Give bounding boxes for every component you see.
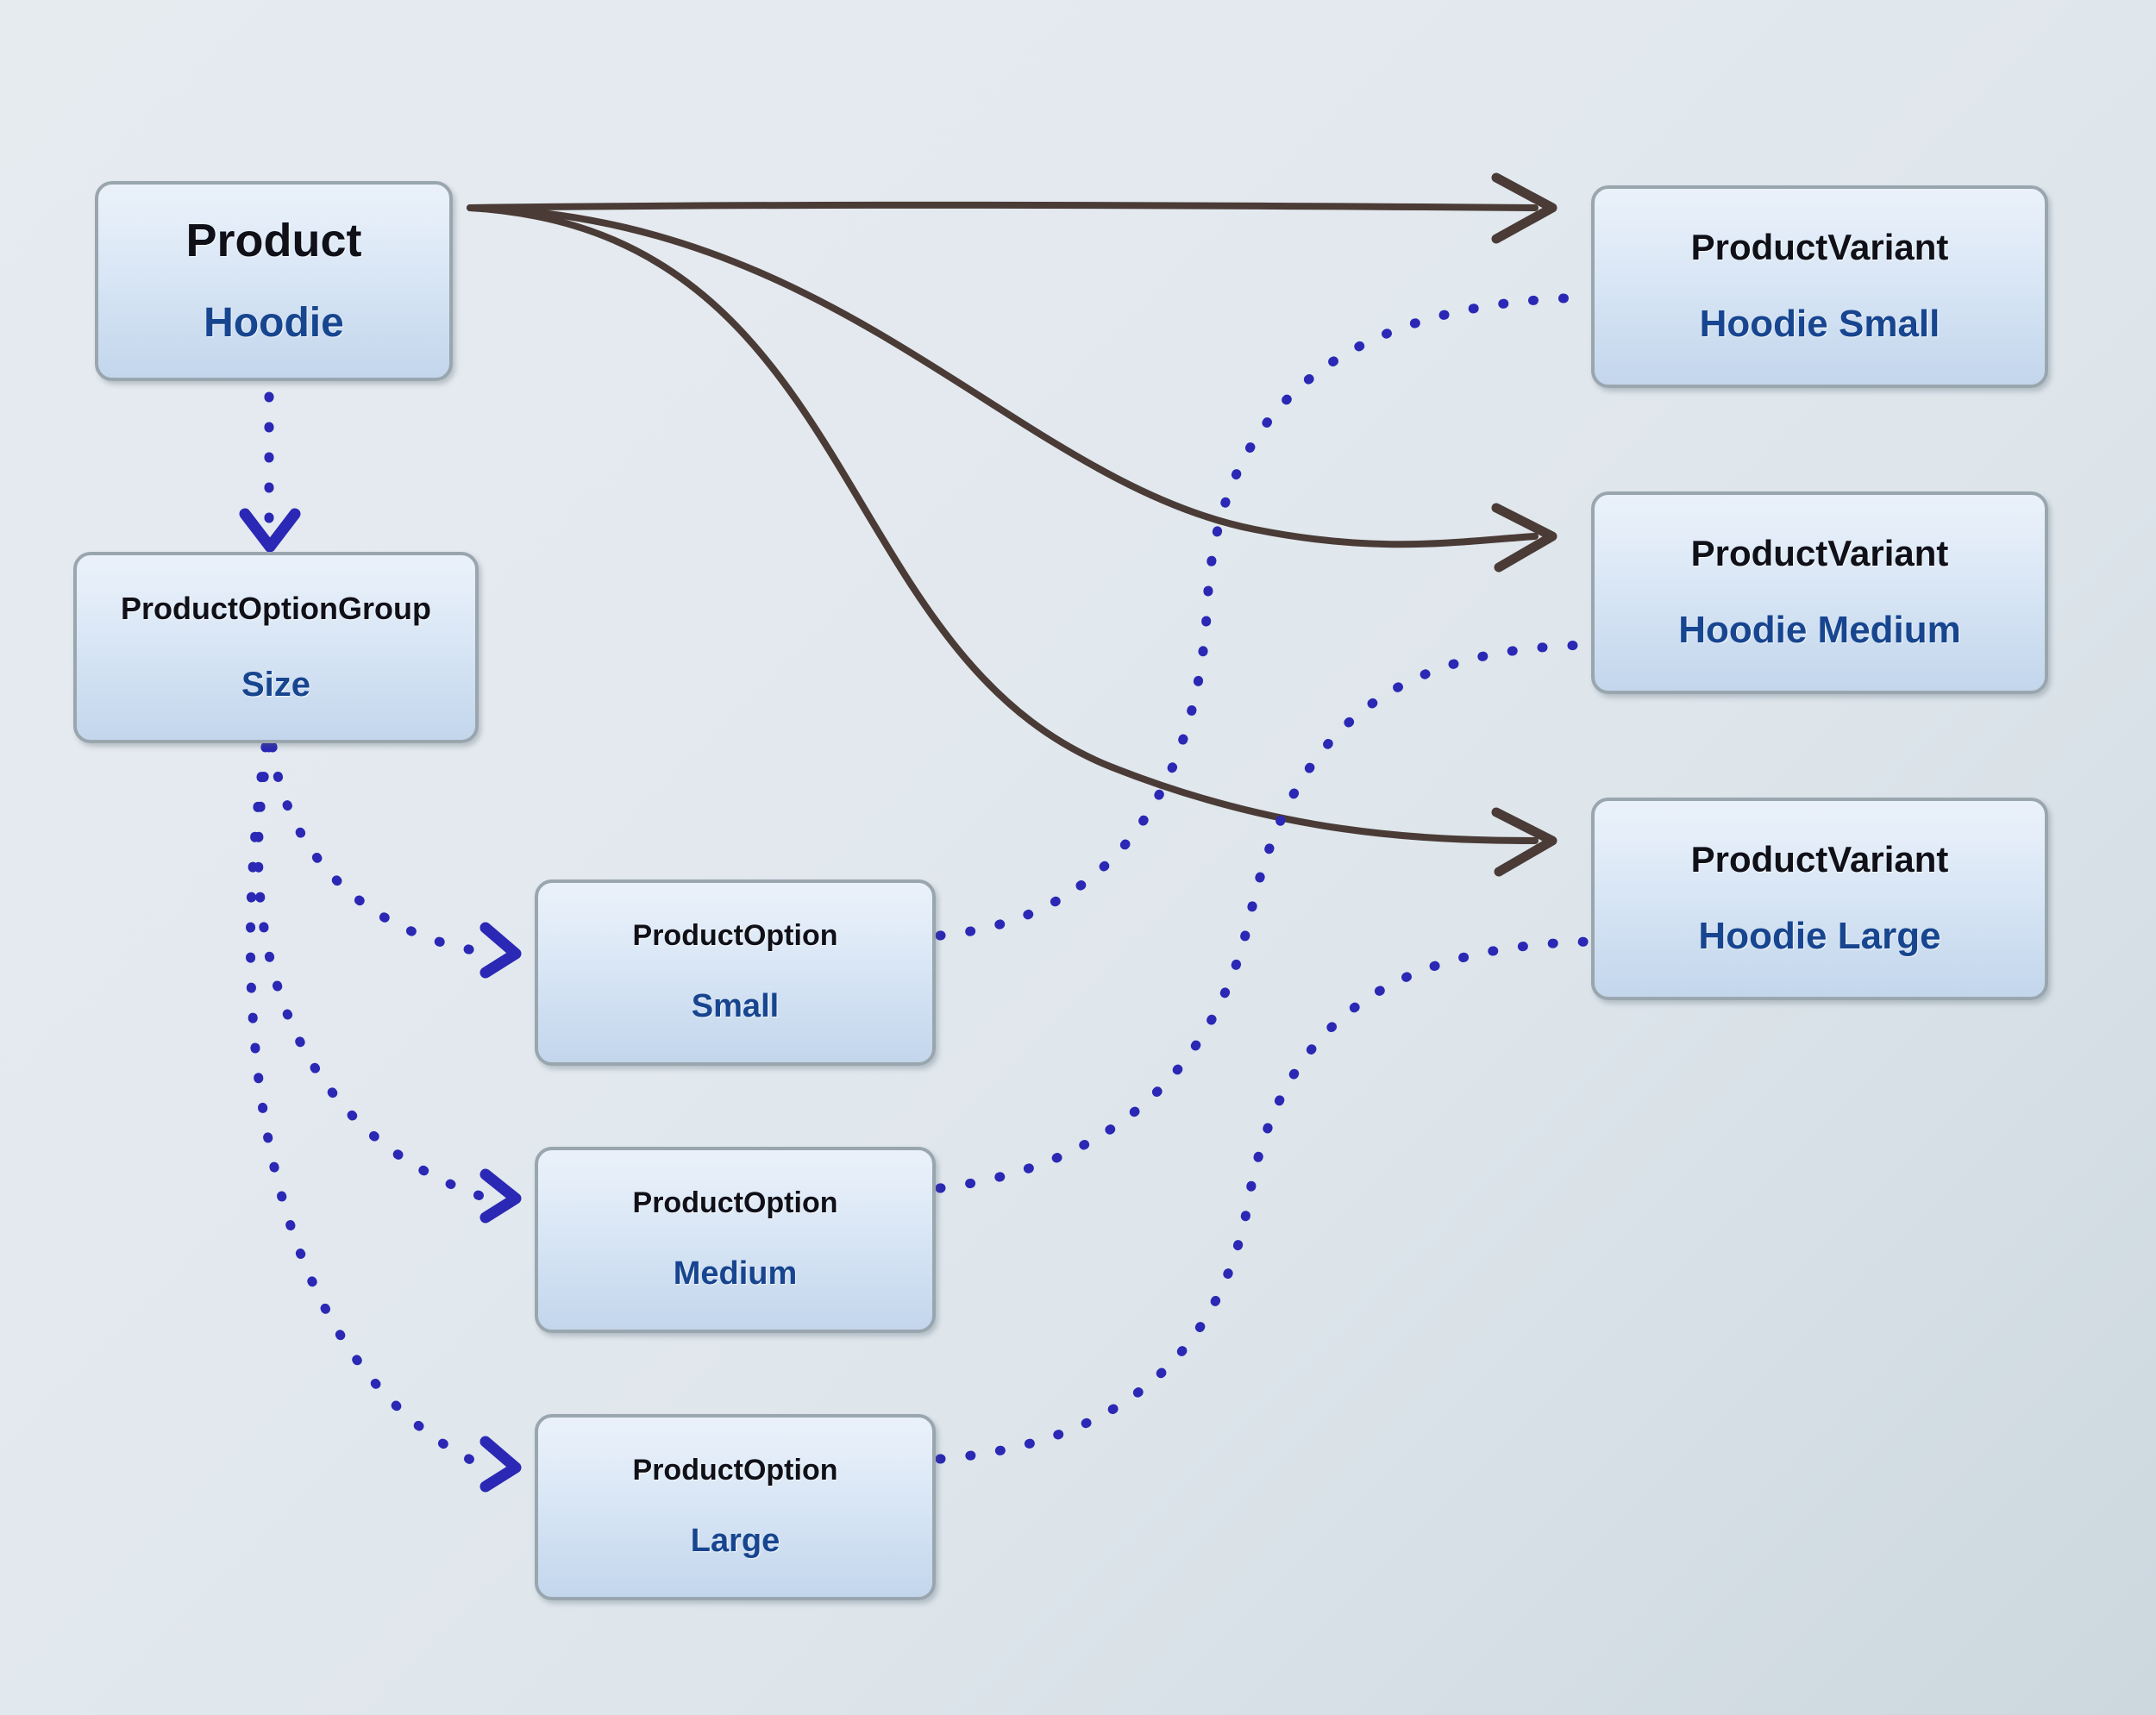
arrowhead-variant-small xyxy=(1491,172,1557,244)
node-product-variant-medium-value: Hoodie Medium xyxy=(1678,609,1961,652)
node-product-option-medium-type: ProductOption xyxy=(632,1186,838,1220)
edge-optiongroup-to-option-small xyxy=(267,742,488,957)
node-product-value: Hoodie xyxy=(204,300,344,347)
node-product-option-group[interactable]: ProductOptionGroup Size xyxy=(73,552,479,743)
node-product-variant-large-type: ProductVariant xyxy=(1690,839,1949,880)
arrowhead-variant-medium xyxy=(1491,503,1557,573)
node-product-variant-large-value: Hoodie Large xyxy=(1698,915,1941,958)
arrowhead-optiongroup-path xyxy=(239,508,301,553)
edge-optiongroup-to-option-large xyxy=(246,742,488,1471)
edge-product-to-variant-small xyxy=(467,201,1539,211)
node-product-variant-small[interactable]: ProductVariant Hoodie Small xyxy=(1591,185,2048,388)
node-product-variant-small-value: Hoodie Small xyxy=(1699,303,1940,346)
edge-product-to-variants xyxy=(467,201,1539,844)
arrowhead-optiongroup xyxy=(239,508,301,553)
edge-option-medium-to-variant-medium xyxy=(935,640,1595,1193)
edge-option-small-to-variant-small xyxy=(935,292,1595,941)
node-product-option-small-value: Small xyxy=(691,987,780,1024)
node-product-variant-medium[interactable]: ProductVariant Hoodie Medium xyxy=(1591,491,2048,694)
node-product-variant-medium-type: ProductVariant xyxy=(1690,533,1949,574)
arrowhead-option-small xyxy=(479,922,522,979)
node-product-option-group-value: Size xyxy=(241,665,311,704)
edge-optiongroup-to-option-medium xyxy=(254,742,488,1202)
node-product-option-small-type: ProductOption xyxy=(632,919,838,953)
edge-option-large-to-variant-large xyxy=(935,936,1595,1464)
node-product-option-small[interactable]: ProductOption Small xyxy=(535,879,936,1066)
node-product-variant-large[interactable]: ProductVariant Hoodie Large xyxy=(1591,798,2048,1000)
node-product-option-large-value: Large xyxy=(690,1522,780,1559)
solid-arrowheads xyxy=(1491,172,1557,877)
edge-product-to-variant-large xyxy=(467,204,1539,844)
node-product-option-large[interactable]: ProductOption Large xyxy=(535,1414,936,1600)
node-product-option-medium-value: Medium xyxy=(673,1255,798,1292)
node-product-option-large-type: ProductOption xyxy=(632,1454,838,1487)
arrowhead-option-large xyxy=(479,1436,522,1493)
node-product[interactable]: Product Hoodie xyxy=(95,181,453,381)
node-product-option-medium[interactable]: ProductOption Medium xyxy=(535,1147,936,1333)
arrowhead-option-medium xyxy=(479,1168,522,1224)
edge-optiongroup-to-options xyxy=(246,742,488,1471)
node-product-variant-small-type: ProductVariant xyxy=(1690,227,1949,268)
node-product-option-group-type: ProductOptionGroup xyxy=(121,591,431,627)
edge-options-to-variants xyxy=(935,292,1595,1464)
arrowhead-variant-large xyxy=(1491,807,1557,877)
option-arrowheads xyxy=(479,922,522,1493)
edge-product-to-variant-medium xyxy=(467,204,1539,548)
node-product-type: Product xyxy=(185,215,362,267)
